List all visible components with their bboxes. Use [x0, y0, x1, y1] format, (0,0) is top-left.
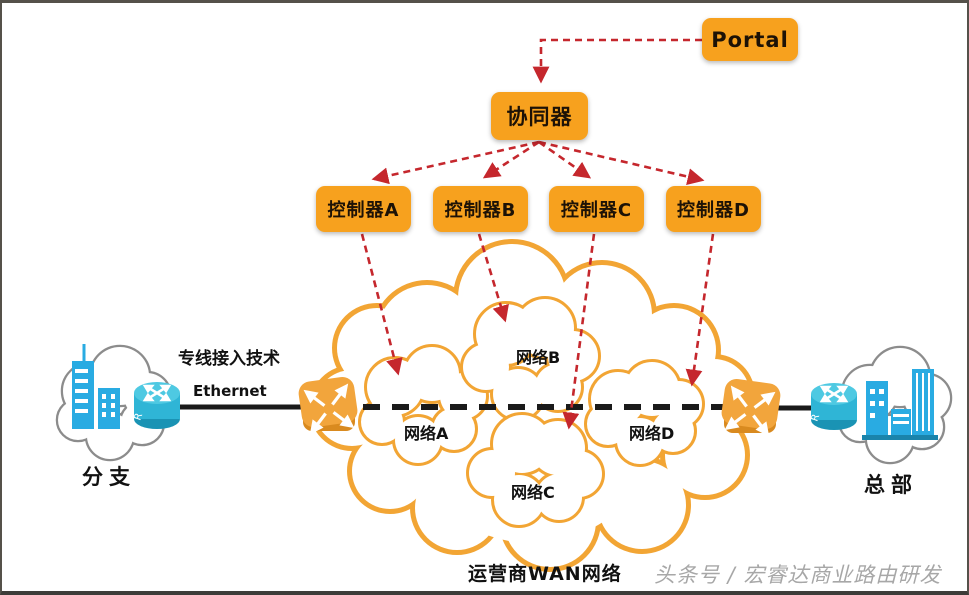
- coordinator-node: 协同器: [491, 92, 588, 140]
- network-d-cloud: [584, 359, 705, 467]
- diagram-canvas: R R: [55, 38, 953, 572]
- controller-b-node: 控制器B: [433, 186, 528, 232]
- network-c-label: 网络C: [511, 483, 555, 502]
- controller-a-node: 控制器A: [316, 186, 411, 232]
- watermark-text: 头条号 / 宏睿达商业路由研发: [654, 563, 942, 587]
- ethernet-label: Ethernet: [193, 382, 267, 400]
- arrow-controller-b-to-network-b: [477, 233, 509, 323]
- arrow-coordinator-to-controller-a: [371, 140, 540, 185]
- router-r-label: R: [132, 412, 145, 422]
- headquarters-buildings-icon: [862, 369, 938, 440]
- headquarters-label: 总部: [864, 473, 918, 497]
- arrow-coordinator-to-controller-d: [538, 140, 705, 185]
- branch-label: 分支: [82, 465, 136, 489]
- wan-edge-router-left-icon: [298, 376, 358, 435]
- network-a-label: 网络A: [404, 424, 449, 443]
- arrow-coordinator-to-controller-c: [538, 140, 592, 179]
- arrow-coordinator-to-controller-b: [482, 140, 540, 179]
- arrow-controller-c-to-network-c: [562, 233, 596, 430]
- branch-router-icon: R: [132, 382, 180, 429]
- network-c-cloud: [466, 412, 605, 528]
- control-arrows: [360, 38, 715, 430]
- arrow-controller-d-to-network-d: [685, 233, 715, 387]
- network-d-label: 网络D: [629, 424, 675, 443]
- wan-link-line: [174, 404, 816, 411]
- router-r-label: R: [809, 413, 822, 423]
- wan-network-label: 运营商WAN网络: [468, 563, 622, 585]
- arrow-portal-to-coordinator: [532, 38, 702, 84]
- portal-node: Portal: [702, 18, 798, 61]
- headquarters-router-icon: R: [809, 383, 857, 430]
- network-b-cloud: [460, 296, 601, 422]
- network-b-label: 网络B: [516, 348, 561, 367]
- controller-c-node: 控制器C: [549, 186, 644, 232]
- access-tech-label: 专线接入技术: [178, 349, 280, 369]
- controller-d-node: 控制器D: [666, 186, 761, 232]
- branch-buildings-icon: [72, 344, 120, 429]
- wan-edge-router-right-icon: [721, 378, 781, 437]
